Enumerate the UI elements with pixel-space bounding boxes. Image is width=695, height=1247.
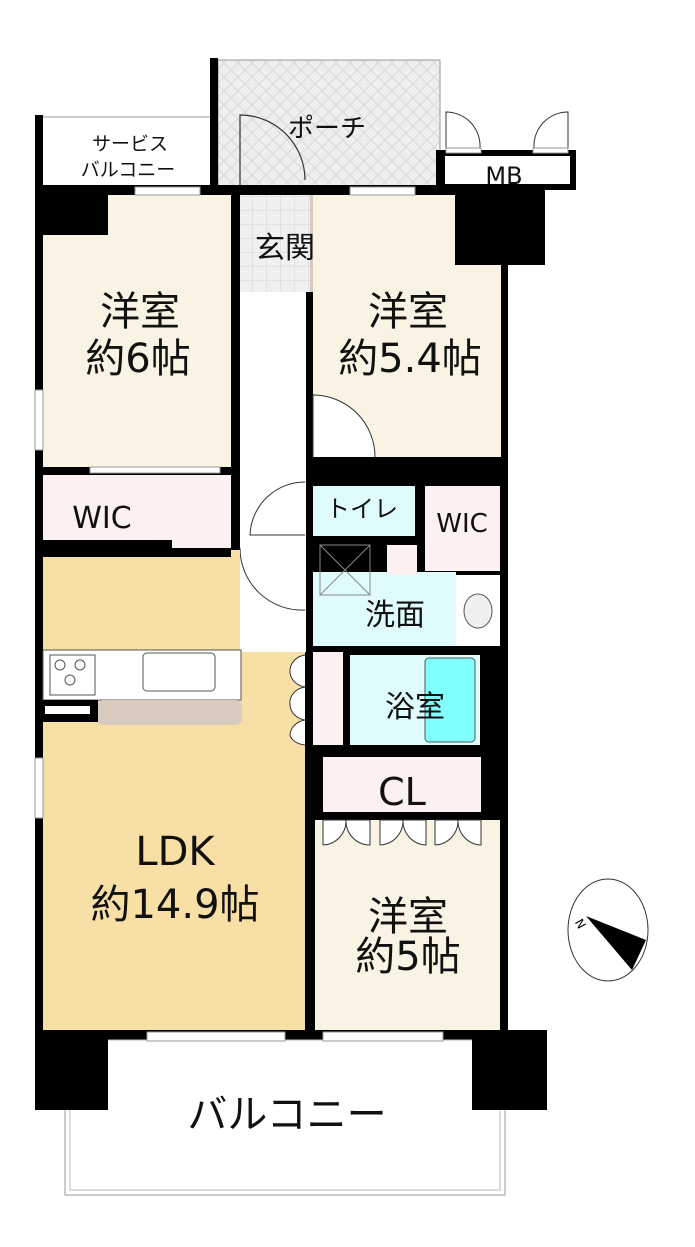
ldk-size: 約14.9帖 xyxy=(90,882,259,928)
kitchen-counter xyxy=(42,649,242,701)
washroom xyxy=(313,572,456,646)
western-room-1-name: 洋室 xyxy=(100,289,180,335)
bathroom-label: 浴室 xyxy=(385,690,445,725)
window xyxy=(134,186,201,196)
western-room-3-size: 約5帖 xyxy=(355,934,460,980)
balcony-label: バルコニー xyxy=(187,1092,386,1138)
toilet-label: トイレ xyxy=(326,495,398,523)
service-balcony-label-1: サービス xyxy=(92,133,168,155)
balcony: バルコニー xyxy=(35,1030,547,1196)
western-room-2-name: 洋室 xyxy=(368,289,448,335)
stove-icon xyxy=(49,654,96,696)
western-room-3 xyxy=(315,820,500,1030)
closet-small xyxy=(313,652,343,745)
bathtub xyxy=(424,657,476,743)
porch: ポーチ xyxy=(210,58,441,188)
closet xyxy=(323,757,481,812)
window xyxy=(146,1031,286,1042)
hallway xyxy=(240,292,306,652)
wic-left xyxy=(43,475,231,548)
sink-icon xyxy=(142,652,216,692)
porch-label: ポーチ xyxy=(288,114,366,144)
meter-box: MB xyxy=(436,111,576,190)
ldk-name: LDK xyxy=(135,829,216,875)
window xyxy=(322,1031,444,1042)
window xyxy=(349,186,416,196)
wic-right-label: WIC xyxy=(436,509,488,539)
western-room-2-size: 約5.4帖 xyxy=(338,336,482,382)
compass-icon: N xyxy=(567,878,649,982)
service-balcony-label-2: バルコニー xyxy=(81,159,176,181)
washroom-label: 洗面 xyxy=(365,598,425,633)
entrance-door-swing xyxy=(239,114,306,188)
western-room-1-size: 約6帖 xyxy=(85,336,190,382)
closet-label: CL xyxy=(378,770,426,814)
window xyxy=(34,389,44,451)
wic-left-label: WIC xyxy=(72,501,131,536)
entrance-label: 玄関 xyxy=(255,231,315,266)
window xyxy=(34,757,44,819)
western-room-1 xyxy=(43,195,231,467)
wic-right xyxy=(425,486,500,571)
service-balcony: サービス バルコニー xyxy=(35,115,213,190)
washing-machine-icon xyxy=(463,593,493,629)
western-room-3-name: 洋室 xyxy=(368,894,448,940)
toilet xyxy=(313,486,415,536)
